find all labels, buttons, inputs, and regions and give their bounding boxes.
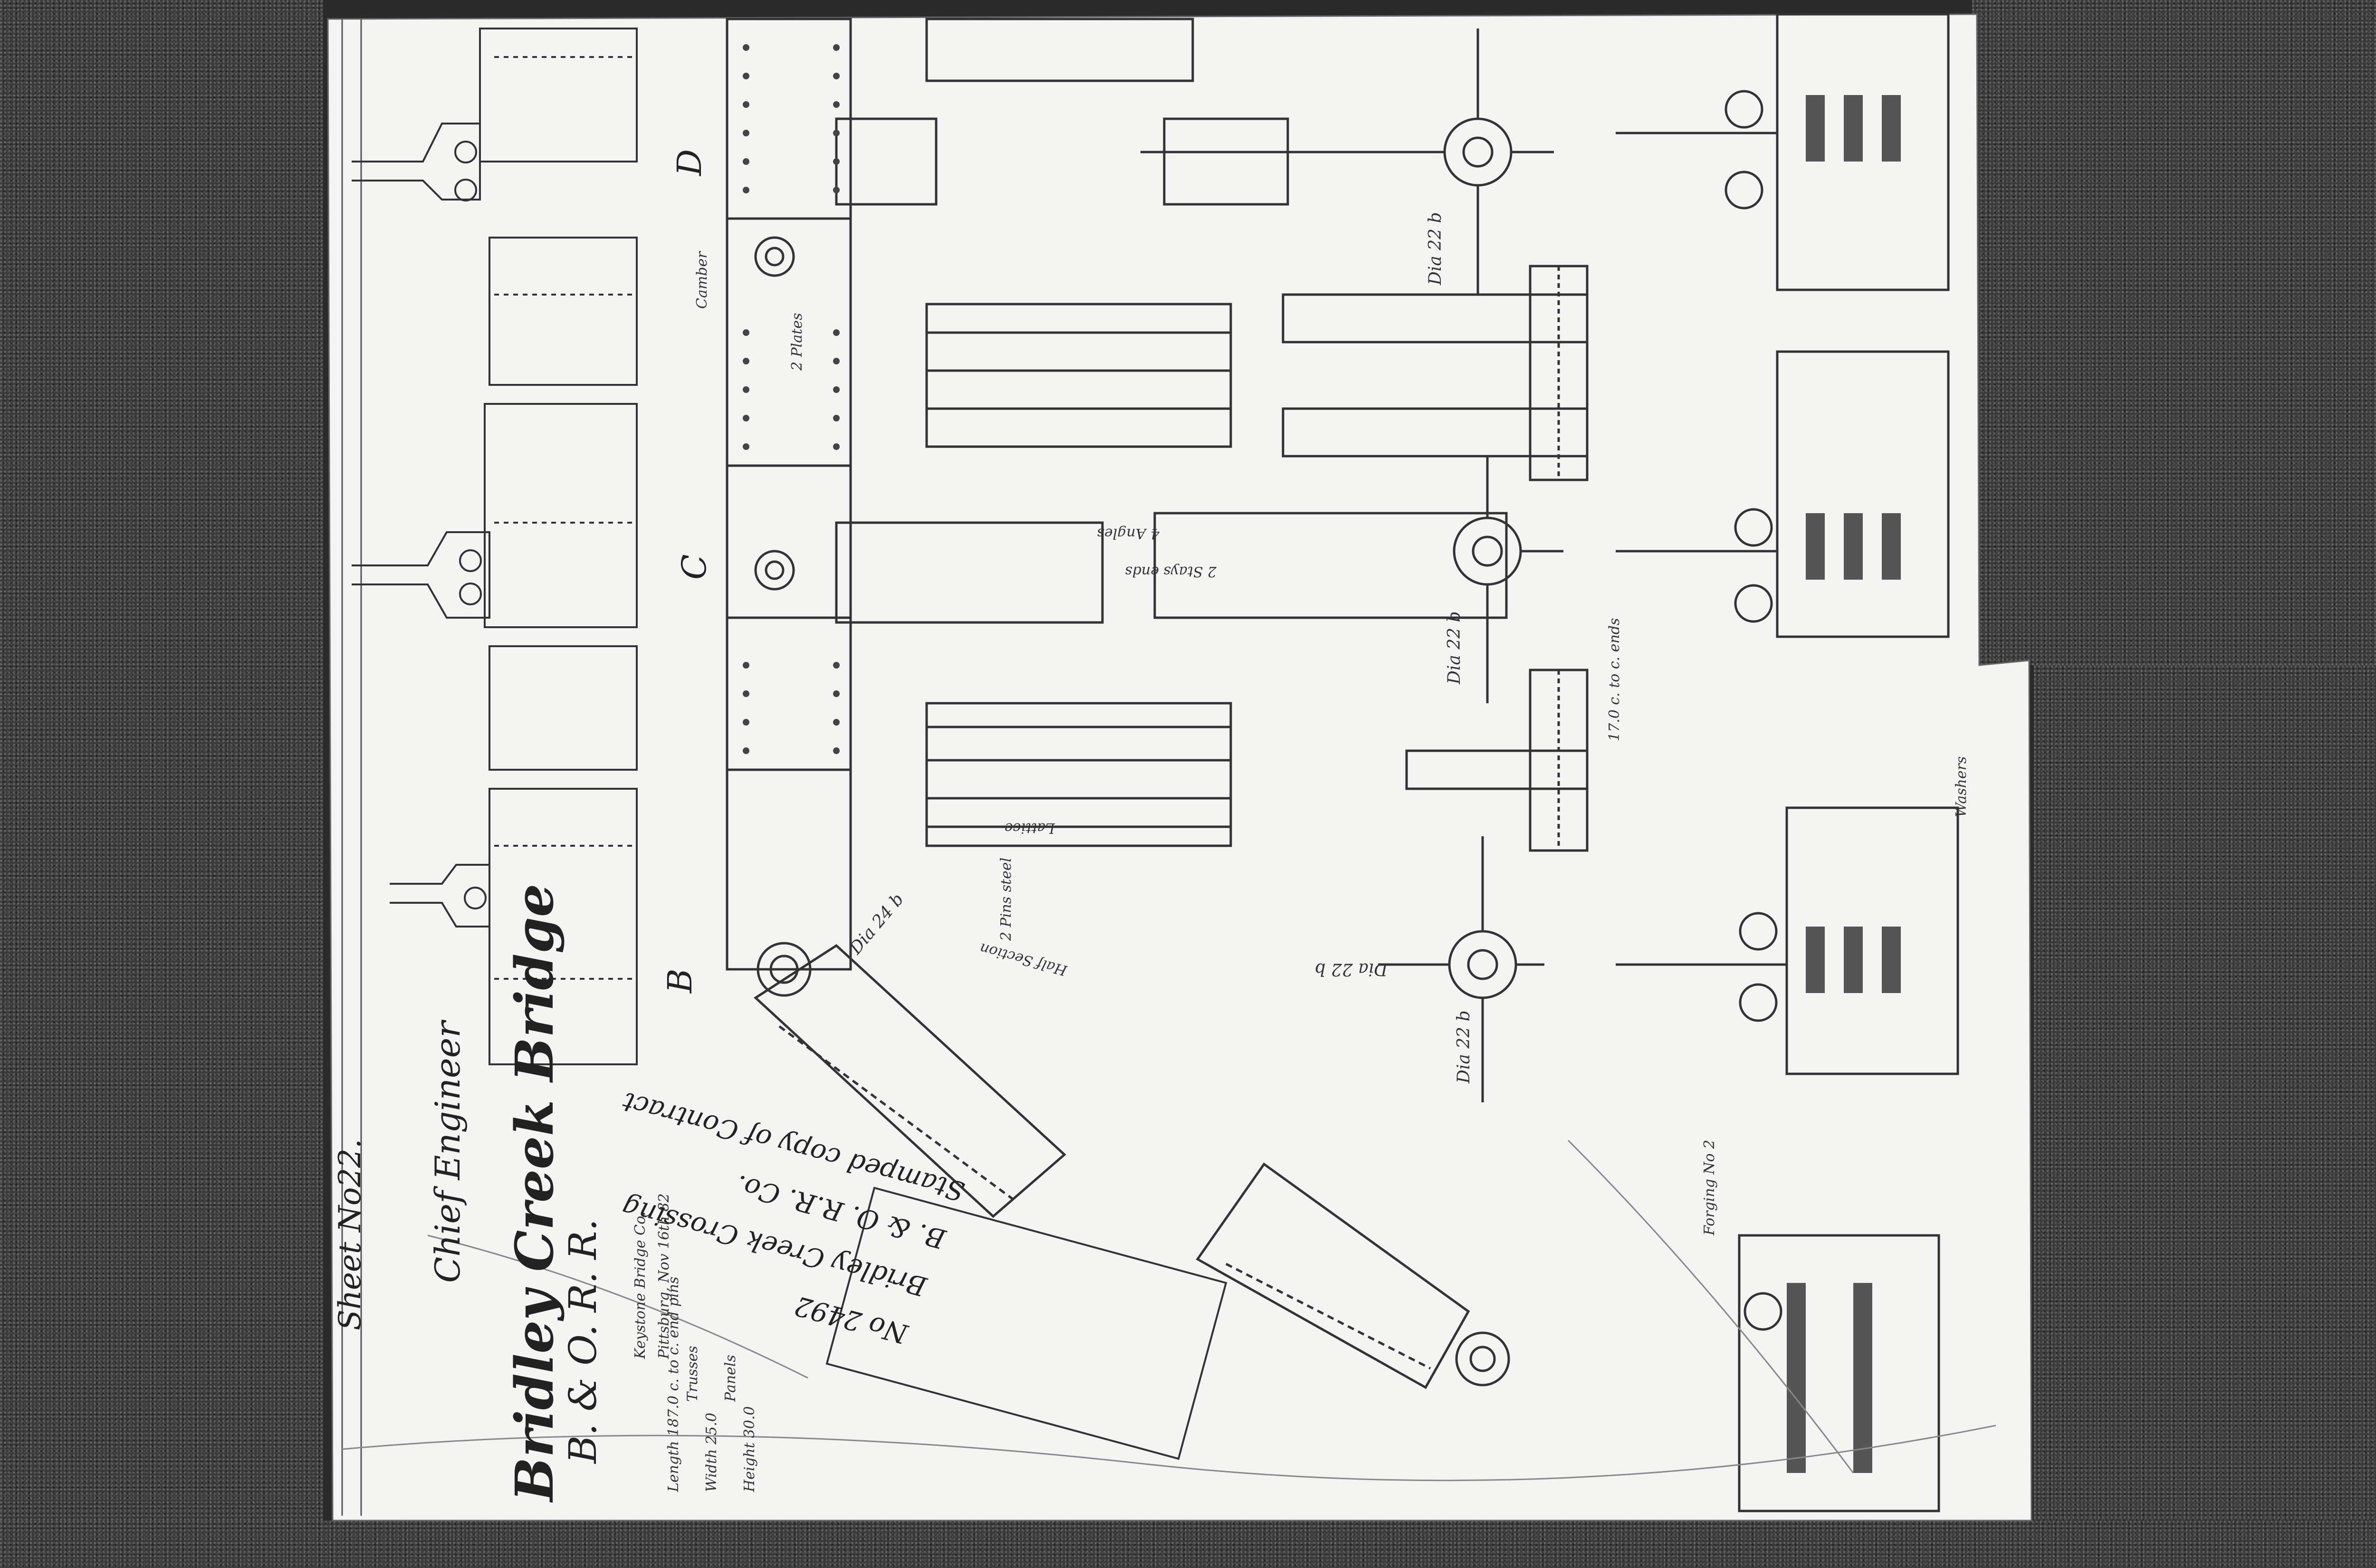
- note-center-distance: 17.0 c. to c. ends: [1606, 618, 1623, 741]
- panel-point-c: C: [675, 554, 714, 580]
- washer-stacks: [1787, 95, 1901, 1473]
- note-plates: 2 Plates: [789, 313, 805, 371]
- signature: Chief Engineer: [428, 1021, 468, 1283]
- company-name: Keystone Bridge Co.: [632, 1211, 649, 1359]
- note-washers: Washers: [1953, 756, 1970, 817]
- background-bottom: [0, 1520, 2376, 1568]
- note-forging: Forging No 2: [1701, 1139, 1718, 1235]
- sheet-number: Sheet No22.: [333, 1138, 368, 1330]
- note-camber: Camber: [694, 251, 710, 309]
- panel-point-d: D: [670, 149, 709, 176]
- star-pin-joints: [1140, 29, 1563, 1102]
- pin-label: Dia 22 b: [1454, 1010, 1474, 1083]
- note-lattice: Lattice: [1004, 820, 1055, 836]
- diagonal-members: [753, 944, 1510, 1389]
- note-angles: 4 Angles: [1097, 525, 1159, 542]
- background-left: [0, 0, 323, 1568]
- railroad-name: B. & O. R. R.: [561, 1219, 605, 1463]
- pin-label: Dia 22 b: [1445, 611, 1464, 684]
- paper-sheet: [327, 13, 2032, 1521]
- vertical-posts: [925, 18, 1232, 847]
- dimension-width: Width 25.0: [703, 1413, 720, 1492]
- margin-rules: [341, 19, 362, 1516]
- left-gusset-details: [352, 123, 490, 927]
- stamp-box: [825, 1186, 1227, 1460]
- note-stays-ends: 2 Stays ends: [1125, 563, 1217, 580]
- eyebar-heads-column: [1616, 13, 1959, 1512]
- dimension-height: Height 30.0: [741, 1406, 758, 1492]
- dimension-panels: Panels: [722, 1355, 739, 1402]
- background-right-lower: [2034, 665, 2376, 1568]
- panel-point-b: B: [661, 968, 699, 993]
- rivet-rows: [743, 44, 840, 754]
- dimension-trusses: Trusses: [684, 1346, 701, 1402]
- chord-truss-column: [726, 18, 1508, 997]
- dimension-length: Length 187.0 c. to c. end pins: [665, 1276, 682, 1492]
- pin-packing-assemblies: [1282, 265, 1589, 852]
- note-pins-steel: 2 Pins steel: [998, 857, 1015, 941]
- left-chord-strip: [479, 28, 638, 1065]
- pin-label: Dia 22 b: [1426, 212, 1445, 285]
- background-right: [1972, 0, 2376, 665]
- pin-label: Dia 22 b: [1314, 959, 1388, 979]
- bridge-title: Bridley Creek Bridge: [504, 883, 565, 1501]
- crack-lines: [342, 1139, 1996, 1482]
